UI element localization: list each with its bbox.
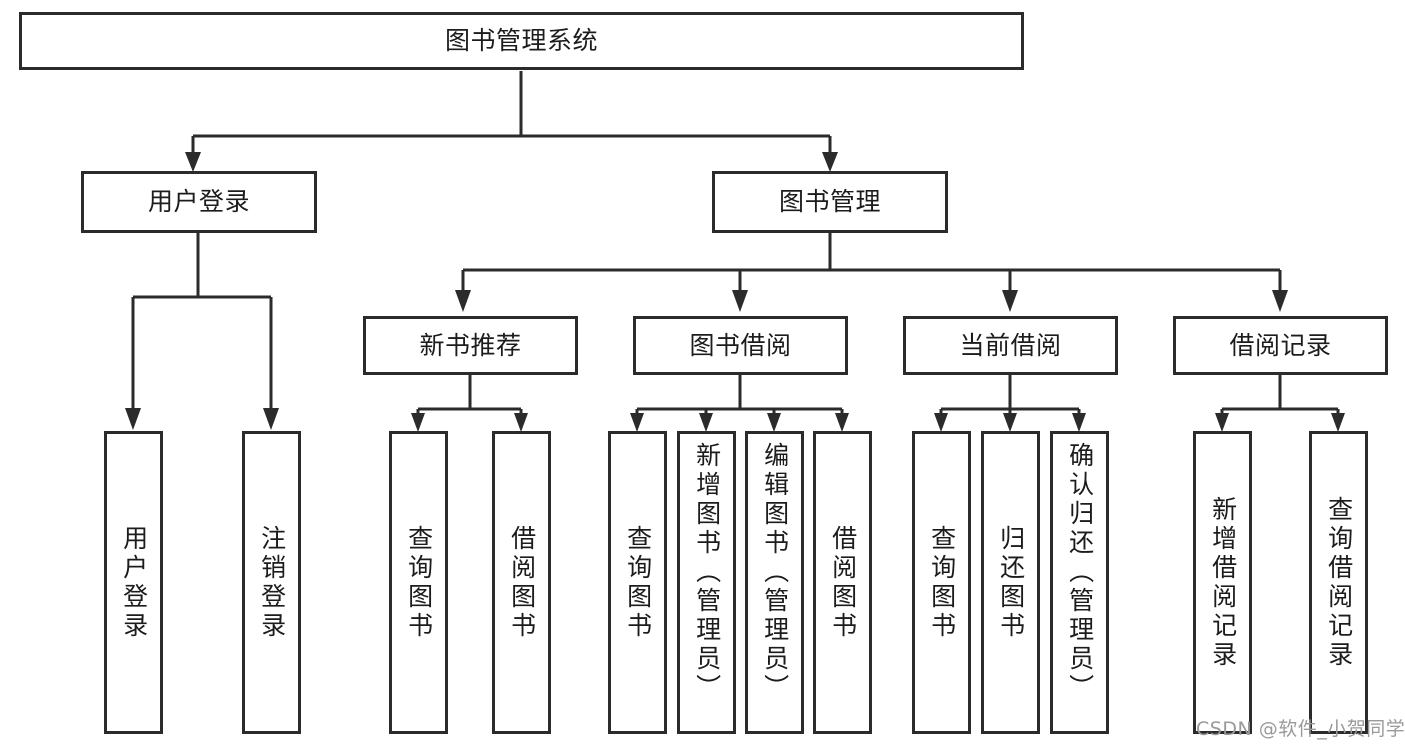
node-label: 用户登录 [119,524,149,641]
node-label: 当前借阅 [959,330,1062,360]
node-label: 确认归还（管理员） [1065,442,1095,703]
leaf-newbook-borrow-book[interactable]: 借阅图书 [492,431,551,734]
node-book-management[interactable]: 图书管理 [712,171,948,233]
node-user-login[interactable]: 用户登录 [81,171,317,233]
node-label: 图书借阅 [689,330,792,360]
node-label: 借阅记录 [1229,330,1332,360]
leaf-current-query-book[interactable]: 查询图书 [912,431,971,734]
leaf-current-return-book[interactable]: 归还图书 [981,431,1040,734]
node-label: 借阅图书 [507,524,537,641]
node-label: 图书管理 [778,187,881,217]
leaf-logout[interactable]: 注销登录 [242,431,301,734]
node-label: 图书管理系统 [444,26,598,56]
leaf-borrow-borrow-book[interactable]: 借阅图书 [813,431,872,734]
leaf-user-login[interactable]: 用户登录 [104,431,163,734]
node-label: 新增借阅记录 [1208,495,1238,670]
node-label: 用户登录 [147,187,250,217]
node-label: 借阅图书 [828,524,858,641]
node-borrow-record[interactable]: 借阅记录 [1173,316,1388,375]
node-label: 查询图书 [623,524,653,641]
node-label: 新书推荐 [419,330,522,360]
leaf-borrow-edit-book-admin[interactable]: 编辑图书（管理员） [745,431,804,734]
node-book-management-system[interactable]: 图书管理系统 [19,12,1024,70]
node-label: 查询图书 [404,524,434,641]
node-label: 注销登录 [257,524,287,641]
node-label: 查询图书 [927,524,957,641]
leaf-record-query-record[interactable]: 查询借阅记录 [1309,431,1368,734]
leaf-current-confirm-return-admin[interactable]: 确认归还（管理员） [1050,431,1109,734]
leaf-borrow-add-book-admin[interactable]: 新增图书（管理员） [677,431,736,734]
node-book-borrow[interactable]: 图书借阅 [633,316,848,375]
node-current-borrow[interactable]: 当前借阅 [903,316,1118,375]
node-label: 归还图书 [996,524,1026,641]
leaf-newbook-query-book[interactable]: 查询图书 [389,431,448,734]
node-label: 查询借阅记录 [1324,495,1354,670]
node-label: 编辑图书（管理员） [760,442,790,703]
arrowhead-layer [125,152,1345,432]
leaf-record-add-record[interactable]: 新增借阅记录 [1193,431,1252,734]
leaf-borrow-query-book[interactable]: 查询图书 [608,431,667,734]
node-label: 新增图书（管理员） [692,442,722,703]
node-new-book-recommend[interactable]: 新书推荐 [363,316,578,375]
